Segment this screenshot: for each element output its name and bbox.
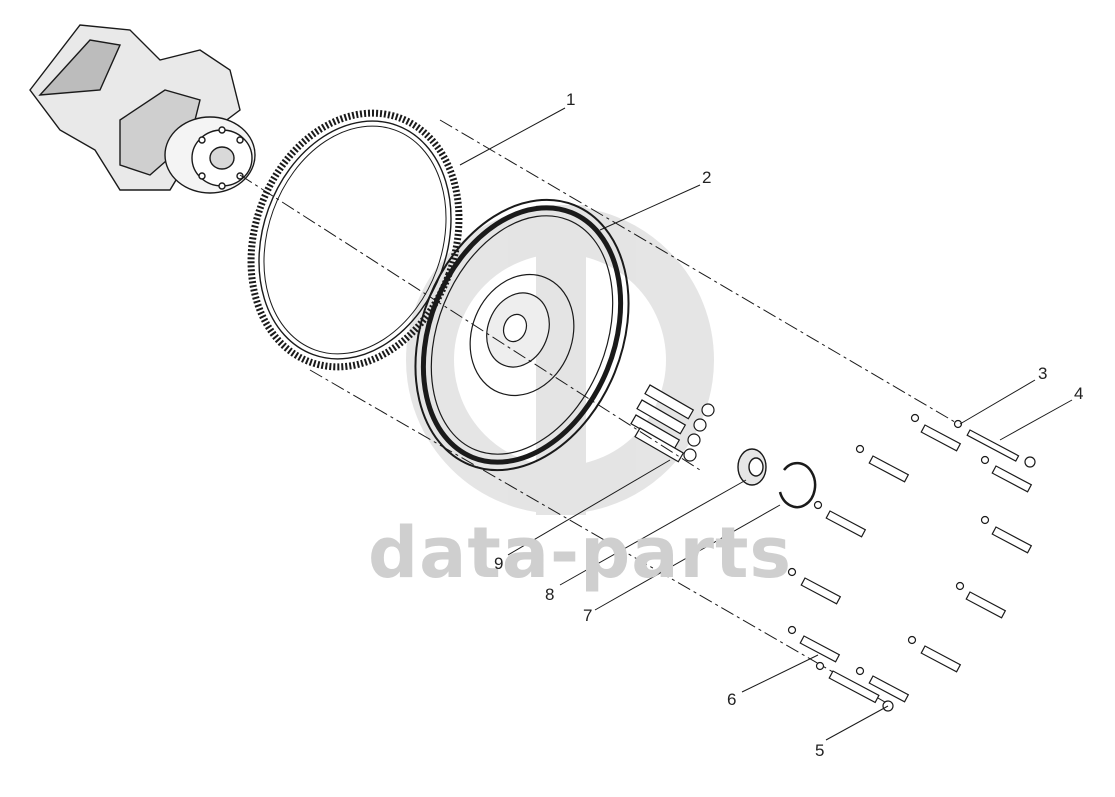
center-lines [239, 119, 961, 706]
callout-8: 8 [545, 585, 555, 604]
mounting-bolts [787, 413, 1036, 712]
callout-1: 1 [566, 90, 576, 109]
callout-6: 6 [727, 690, 737, 709]
flywheel-bolt-cluster [630, 384, 715, 463]
leader-lines [459, 107, 1073, 741]
watermark-logo [406, 205, 714, 515]
callout-9: 9 [494, 554, 504, 573]
flywheel [414, 198, 630, 472]
snap-ring [778, 461, 817, 509]
callout-4: 4 [1074, 384, 1084, 403]
callout-2: 2 [702, 168, 712, 187]
callout-7: 7 [583, 606, 593, 625]
watermark-text: data-parts [368, 512, 793, 594]
callout-3: 3 [1038, 364, 1048, 383]
pilot-bearing [737, 448, 767, 486]
callout-5: 5 [815, 741, 825, 760]
crankshaft [29, 24, 256, 194]
